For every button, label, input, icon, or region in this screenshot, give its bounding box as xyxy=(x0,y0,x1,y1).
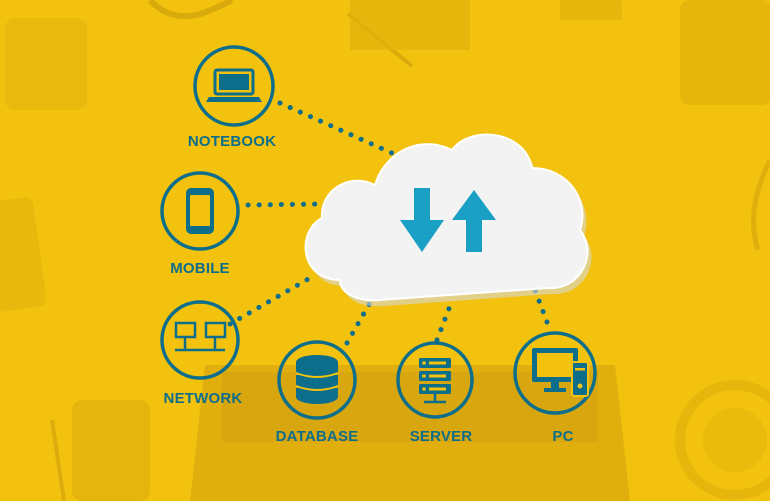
db-disk-1-bottom xyxy=(296,364,338,378)
laptop-base xyxy=(206,97,262,102)
node-label-network: NETWORK xyxy=(163,390,243,407)
network-monitor-right xyxy=(204,321,227,339)
background-pencil-shape xyxy=(50,419,66,501)
background-tablet-shape xyxy=(680,0,770,105)
upload-arrow-icon xyxy=(452,190,496,252)
pc-screen xyxy=(537,353,573,377)
background-phone-shape xyxy=(5,18,87,110)
db-divider-1 xyxy=(295,372,339,378)
background-eraser-shape xyxy=(560,0,622,20)
background-cable-shape xyxy=(751,158,770,251)
node-label-notebook: NOTEBOOK xyxy=(187,133,277,150)
desktop-pc-icon xyxy=(532,348,589,397)
network-monitor-left xyxy=(174,321,197,339)
node-label-pc: PC xyxy=(552,428,574,445)
connector-database xyxy=(344,291,378,346)
node-circles xyxy=(160,45,597,420)
background-glasses-shape xyxy=(147,0,234,20)
server-circle xyxy=(396,341,474,419)
connector-notebook xyxy=(277,100,406,161)
background-bottom-phone-shape xyxy=(72,400,150,501)
db-divider-2 xyxy=(295,385,339,391)
background-notepad-shape xyxy=(350,0,470,50)
laptop-icon xyxy=(206,68,262,102)
laptop-display xyxy=(219,74,249,90)
connector-server xyxy=(434,303,453,343)
database-icon xyxy=(295,355,339,404)
connector-network xyxy=(227,275,313,327)
pc-circle xyxy=(513,331,597,415)
node-label-server: SERVER xyxy=(409,428,473,445)
pc-power-button xyxy=(577,383,583,389)
pc-stand xyxy=(551,382,559,389)
notebook-circle xyxy=(193,45,275,127)
server-rack-icon xyxy=(419,358,451,404)
database-circle xyxy=(277,340,357,420)
cloud-icon xyxy=(304,133,592,307)
network-circle xyxy=(160,300,240,380)
pc-stand-base xyxy=(544,388,566,392)
background-left-tablet-shape xyxy=(0,197,47,313)
db-disk-3-bottom xyxy=(296,390,338,404)
connector-mobile xyxy=(245,201,325,208)
connector-lines xyxy=(227,100,550,346)
node-label-database: DATABASE xyxy=(275,428,359,445)
laptop-screen xyxy=(213,68,255,96)
network-icon xyxy=(174,321,227,352)
node-label-mobile: MOBILE xyxy=(170,260,230,277)
db-disk-2-bottom xyxy=(296,377,338,391)
smartphone-icon xyxy=(186,188,214,234)
pc-drive-slot xyxy=(575,368,585,371)
download-arrow-icon xyxy=(400,188,444,252)
cloud-shape xyxy=(304,133,589,302)
background-cup-shape xyxy=(675,380,770,500)
pc-tower xyxy=(571,361,589,397)
background-cup-inner-shape xyxy=(703,408,767,472)
mobile-circle xyxy=(160,171,240,251)
phone-screen xyxy=(190,195,210,226)
